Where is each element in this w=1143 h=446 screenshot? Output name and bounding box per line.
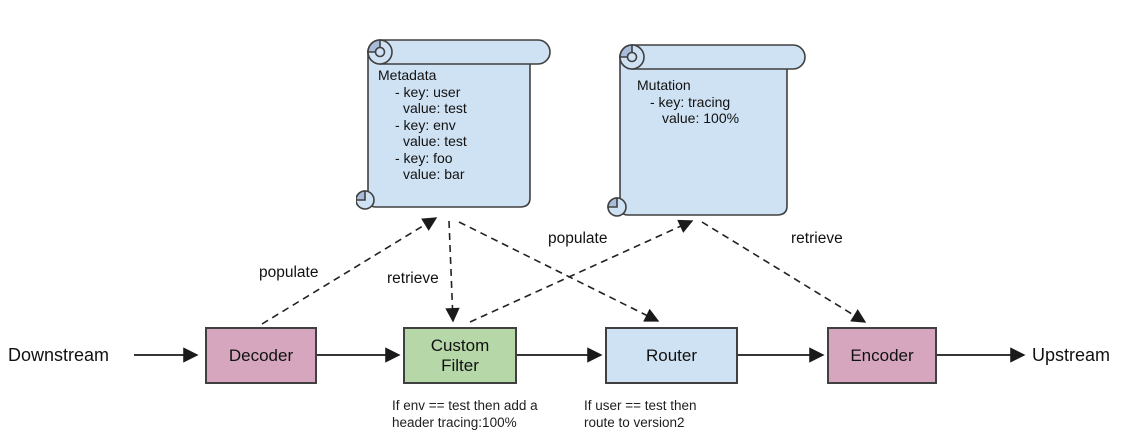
scroll-line: - key: tracing (650, 93, 731, 110)
router-caption: If user == test then route to version2 (584, 397, 697, 431)
encoder-node-label: Encoder (850, 345, 914, 365)
retrieve-label-metadata-filter: retrieve (387, 270, 439, 287)
scroll-line: - key: foo (395, 149, 453, 166)
decoder-node: Decoder (205, 327, 317, 384)
dashed-arrow-mutation-retrieve-encoder (701, 221, 867, 323)
scroll-line: value: test (403, 133, 467, 149)
populate-label-filter-mutation: populate (548, 230, 608, 247)
scroll-line: Mutation (637, 77, 691, 93)
scroll-line: - key: user (395, 83, 461, 100)
router-node-label: Router (645, 345, 698, 365)
scroll-line: value: test (403, 100, 467, 116)
scroll-line: Metadata (378, 67, 437, 83)
custom-filter-caption: If env == test then add a header tracing… (392, 397, 538, 431)
scroll-line: value: bar (403, 166, 465, 182)
retrieve-label-mutation-encoder: retrieve (791, 230, 843, 247)
encoder-node: Encoder (827, 327, 937, 384)
mutation-scroll: Mutation - key: tracing value: 100% (606, 43, 808, 217)
dashed-arrow-decoder-populate-metadata (261, 217, 438, 325)
scroll-top-roll (367, 39, 551, 65)
metadata-scroll-text: Metadata - key: user value: test - key: … (378, 67, 467, 183)
scroll-line: - key: env (395, 116, 456, 133)
scroll-top-roll (619, 44, 806, 70)
dashed-arrow-metadata-to-router (458, 221, 660, 322)
decoder-node-label: Decoder (228, 345, 294, 365)
metadata-scroll: Metadata - key: user value: test - key: … (356, 38, 554, 210)
scroll-shape (356, 39, 551, 210)
mutation-scroll-text: Mutation - key: tracing value: 100% (637, 77, 739, 127)
upstream-label: Upstream (1032, 345, 1111, 365)
router-node: Router (605, 327, 738, 384)
custom-filter-node: Custom Filter (403, 327, 517, 384)
caption-line: header tracing:100% (392, 415, 517, 430)
populate-label-decoder-metadata: populate (259, 264, 319, 281)
dashed-arrow-filter-populate-mutation (469, 219, 694, 323)
scroll-shape (607, 44, 806, 217)
scroll-line: value: 100% (662, 110, 740, 126)
dashed-arrow-metadata-retrieve-filter (445, 220, 460, 323)
caption-line: If env == test then add a (392, 398, 538, 413)
custom-filter-node-label: Custom Filter (430, 335, 490, 375)
caption-line: route to version2 (584, 415, 685, 430)
downstream-label: Downstream (8, 345, 110, 365)
caption-line: If user == test then (584, 398, 697, 413)
